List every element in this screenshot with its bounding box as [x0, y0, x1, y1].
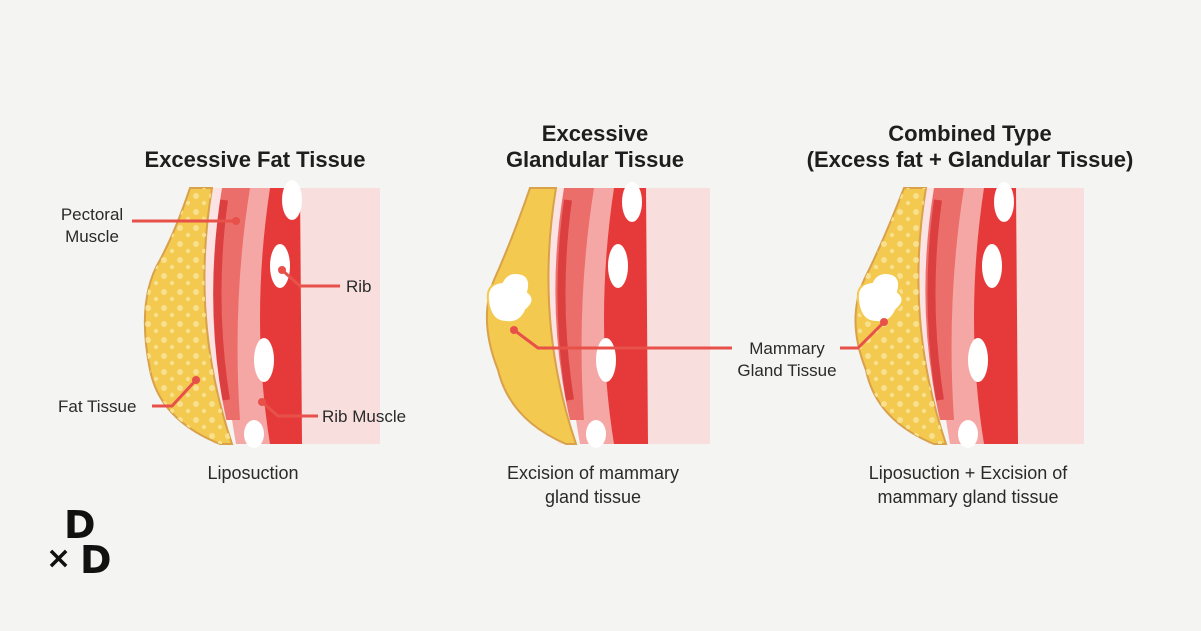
panel-3-caption: Liposuction + Excision of mammary gland … — [868, 463, 1068, 507]
fat-callout-line — [152, 378, 198, 408]
logo-cross: × — [46, 541, 72, 576]
dxd-logo: D × D — [46, 503, 121, 585]
panel-1-cross-section — [143, 180, 380, 448]
panel-1-caption: Liposuction — [207, 463, 299, 483]
mammary-callout-line-right — [840, 320, 886, 350]
label-rib-muscle: Rib Muscle — [322, 407, 407, 426]
panel-2-caption: Excision of mammary gland tissue — [506, 463, 680, 507]
panel-1-title: Excessive Fat Tissue — [144, 147, 366, 172]
label-fat-tissue: Fat Tissue — [58, 397, 137, 416]
rib-muscle-callout-line — [261, 400, 318, 418]
label-mammary-gland-tissue: Mammary Gland Tissue — [737, 339, 837, 380]
panel-2-gland-icon — [486, 272, 534, 324]
callout-lines — [132, 219, 886, 418]
panel-3-gland-icon — [856, 272, 904, 324]
logo-letter-bottom: D — [80, 538, 112, 582]
mammary-callout-line-left — [513, 328, 732, 350]
panel-2-title: Excessive Glandular Tissue — [505, 121, 685, 172]
panel-3-cross-section — [854, 182, 1084, 448]
label-pectoral-muscle: Pectoral Muscle — [60, 205, 124, 246]
rib-callout-line — [281, 268, 340, 288]
panel-2-cross-section — [485, 182, 710, 448]
panel-3-title: Combined Type (Excess fat + Glandular Ti… — [806, 121, 1134, 172]
logo-letter-top: D — [64, 503, 96, 547]
callout-dots — [192, 217, 888, 406]
label-rib: Rib — [346, 277, 372, 296]
